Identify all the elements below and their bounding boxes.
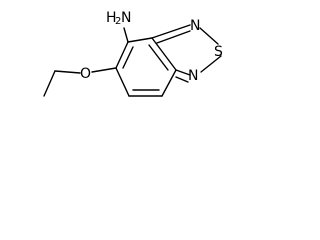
thiadiazole-n-bottom-label: N	[188, 68, 198, 84]
bond-n1-c7a-double	[175, 76, 189, 83]
bond-c7a-c3a	[151, 37, 177, 71]
bond-c4-c5	[115, 41, 129, 69]
bond-c3a-n3-double	[156, 30, 191, 44]
structure-canvas: H 2 N N S N O	[0, 0, 234, 116]
bond-c3a-n3	[151, 24, 191, 39]
bond-n1-c7a	[175, 69, 191, 76]
amine-n-label: N	[121, 10, 131, 26]
bond-c5-o	[91, 67, 117, 73]
amine-h-label: H	[106, 10, 117, 26]
bond-c4-c5-inner	[122, 46, 134, 69]
bond-c4-nh2	[123, 27, 129, 43]
bond-ch2-ch3	[43, 70, 56, 97]
bond-c7-c7a	[161, 69, 177, 97]
bond-c3a-c4	[127, 37, 153, 43]
bond-c7a-c3a-inner	[148, 44, 169, 71]
amine-subscript: 2	[115, 16, 121, 27]
bond-s-n1	[200, 55, 222, 73]
molecule-drawing: H 2 N N S N O	[43, 10, 223, 97]
thiadiazole-n-top-label: N	[190, 18, 200, 34]
bond-n3-s	[199, 27, 219, 45]
ether-o-label: O	[80, 66, 91, 82]
thiadiazole-s-label: S	[214, 44, 223, 60]
bond-o-ch2	[54, 70, 81, 74]
bond-c5-c6	[115, 67, 130, 97]
